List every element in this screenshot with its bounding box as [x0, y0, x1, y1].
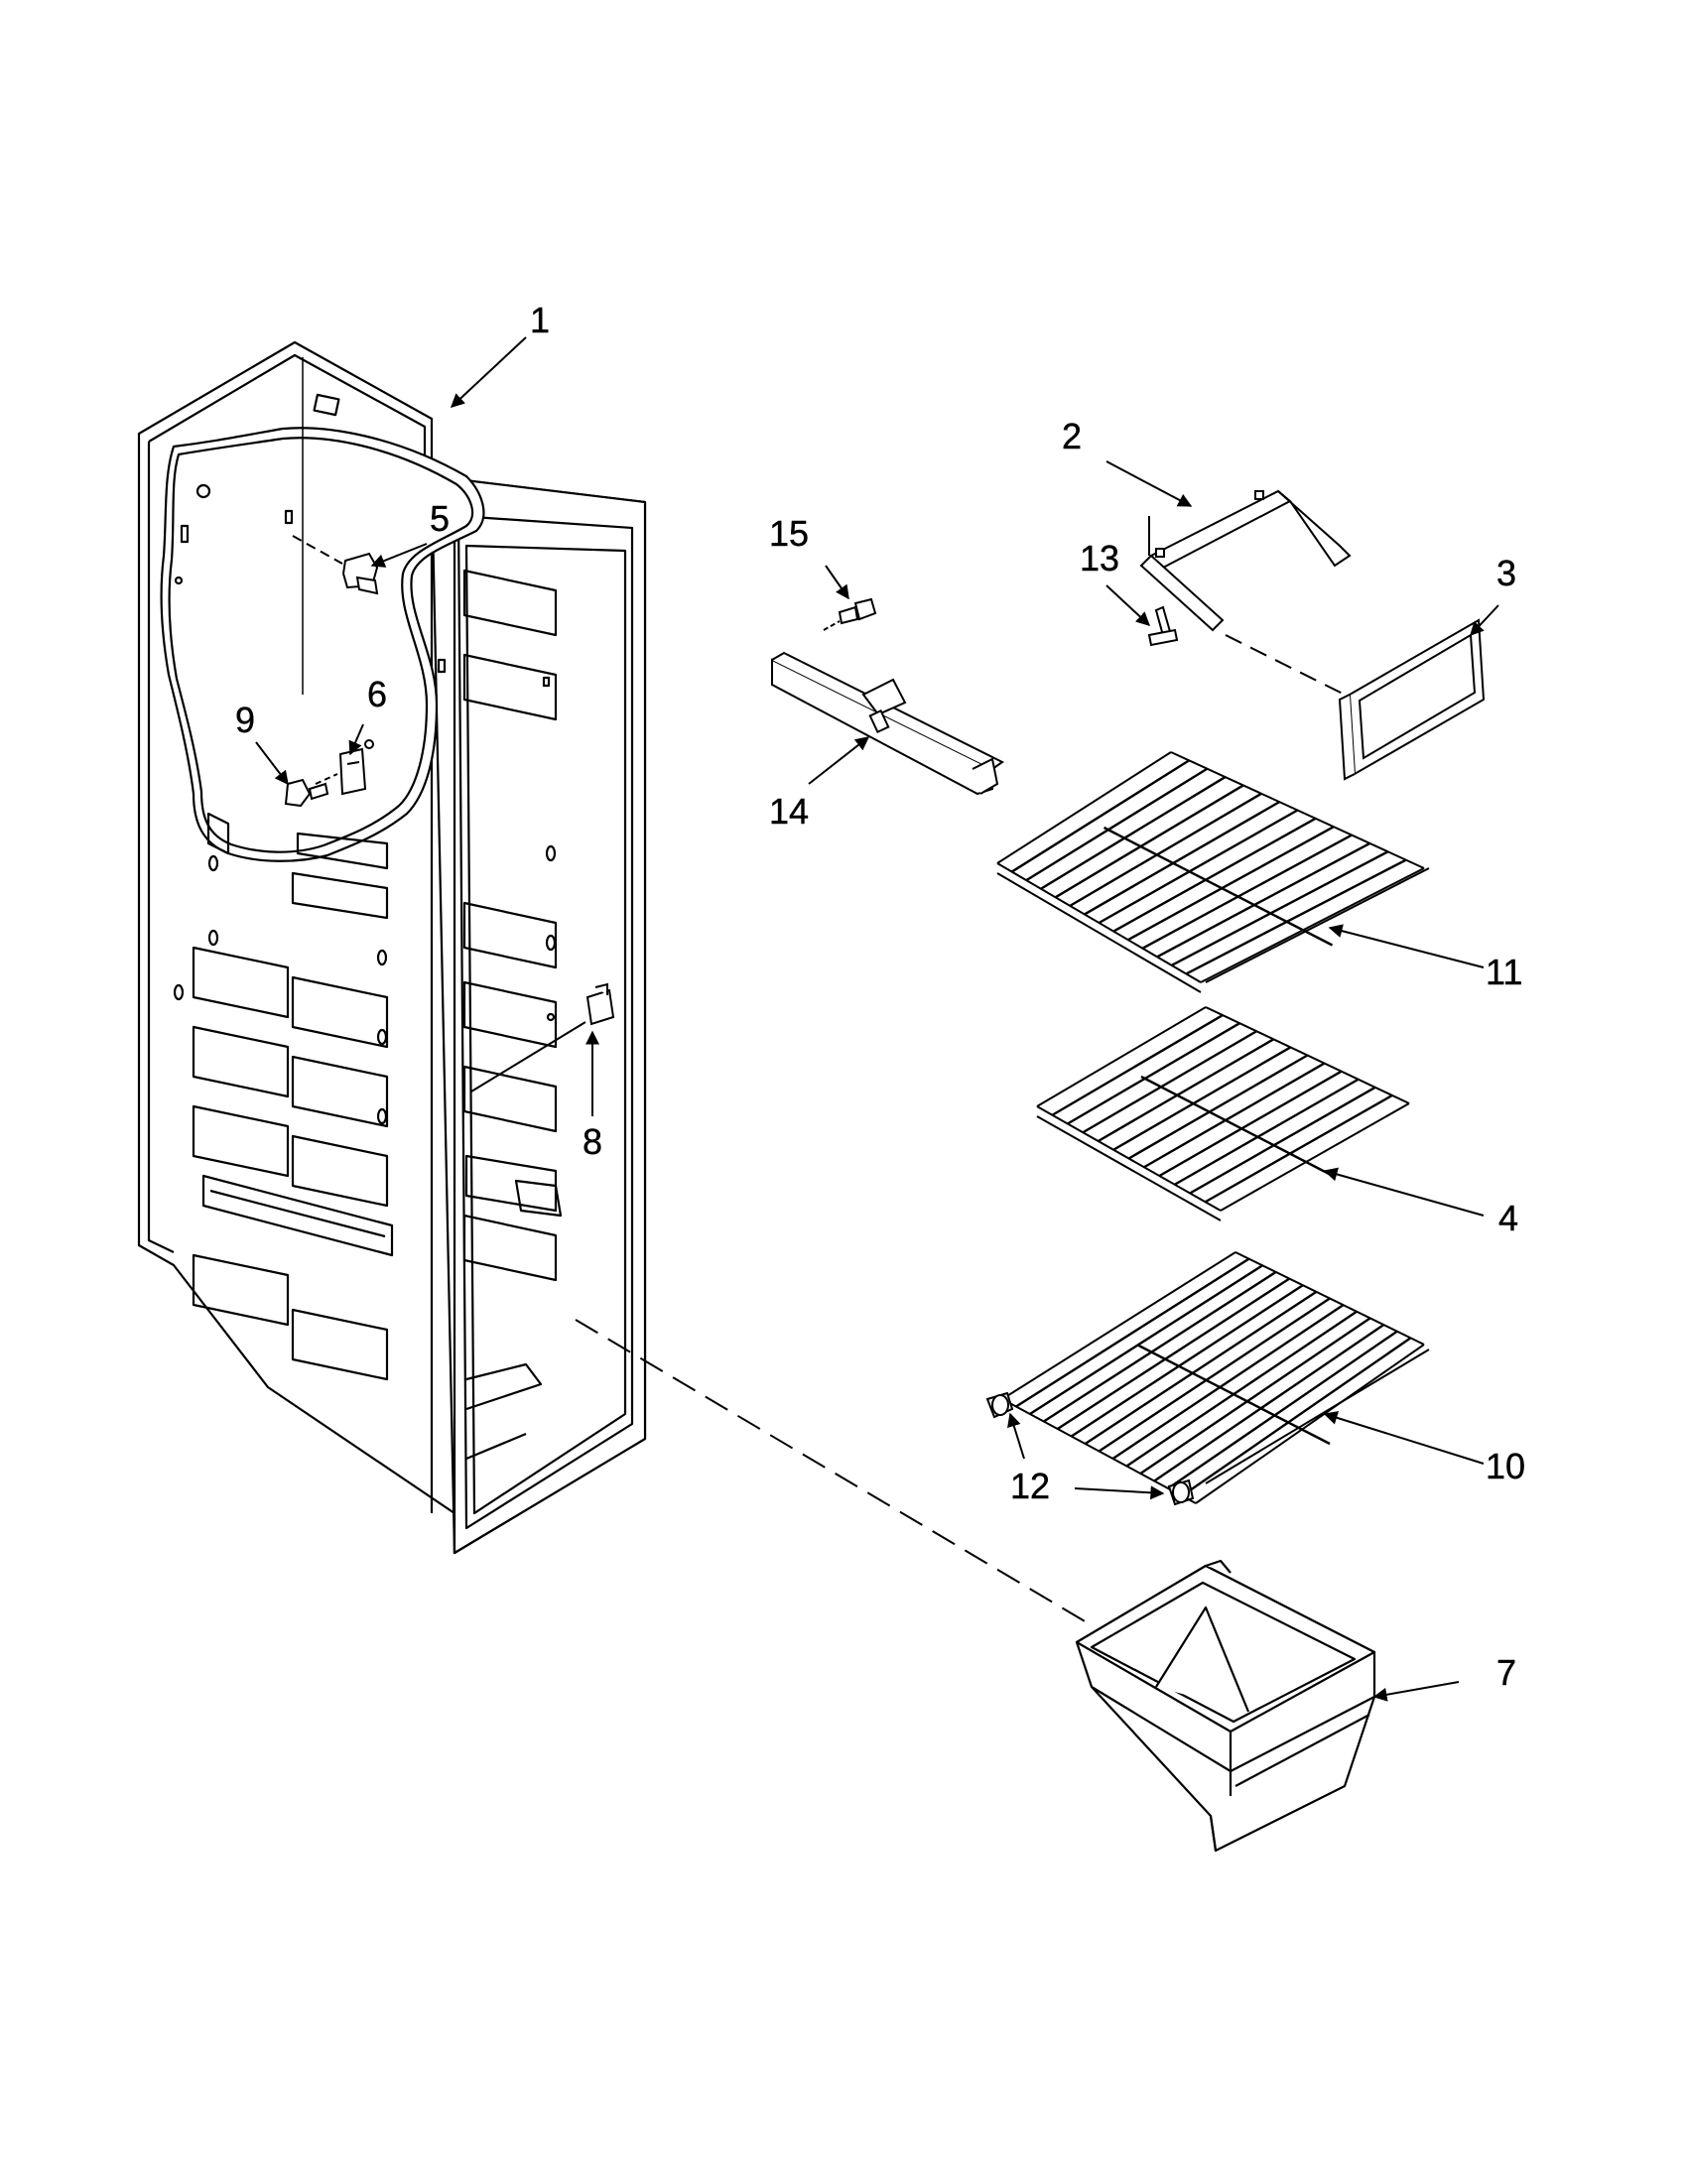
callout-13: 13 — [1080, 538, 1120, 578]
part-10-wire-shelf — [1001, 1251, 1430, 1504]
shelf-wire — [1098, 809, 1299, 925]
liner-holes — [173, 658, 557, 1125]
shelf-wire — [1015, 1257, 1250, 1408]
callout-14: 14 — [769, 791, 810, 832]
shelf-wire — [1112, 817, 1317, 933]
shelf-wire — [1174, 1078, 1360, 1186]
shelf-wire — [1185, 858, 1407, 975]
shelf-wire — [1189, 1086, 1376, 1195]
shelf-wire — [1043, 1270, 1277, 1423]
callout-10: 10 — [1486, 1446, 1526, 1486]
liner-vents — [192, 569, 563, 1381]
shelf-wire — [1158, 1070, 1343, 1178]
shelf-wire — [1171, 850, 1389, 966]
callout-7: 7 — [1496, 1652, 1517, 1693]
shelf-wire — [1084, 1290, 1318, 1446]
callout-3: 3 — [1496, 553, 1517, 593]
shelf-wire — [1040, 776, 1227, 890]
shelf-wire — [1098, 1038, 1274, 1143]
shelf-wire — [1153, 1324, 1384, 1482]
shelf-wire — [1127, 1054, 1309, 1160]
part-7-crisper-drawer — [1075, 1559, 1376, 1853]
shelf-wire — [1143, 1062, 1326, 1169]
part-8-block — [470, 982, 615, 1092]
part-9-screw — [284, 778, 329, 808]
part-13-screw — [1147, 605, 1179, 647]
part-11-wire-shelf — [996, 751, 1430, 993]
callout-6: 6 — [367, 674, 388, 714]
part-4-wire-shelf — [1036, 1006, 1410, 1221]
callout-12: 12 — [1010, 1466, 1051, 1506]
shelf-wire — [1112, 1046, 1292, 1151]
drawer-alignment-line — [575, 1319, 1088, 1623]
callout-9: 9 — [235, 700, 256, 740]
shelf-wire — [1111, 1304, 1345, 1460]
shelf-crossbar — [1140, 1075, 1336, 1179]
callout-4: 4 — [1498, 1198, 1519, 1238]
shelf-wire — [1057, 1277, 1290, 1431]
shelf-wire — [1141, 834, 1353, 950]
part-2-to-3-line — [1225, 634, 1346, 696]
leader-arrows — [255, 336, 1499, 1702]
shelf-wire — [1054, 784, 1244, 899]
shelf-wire — [1067, 1022, 1240, 1125]
shelf-wire — [1139, 1317, 1371, 1475]
shelf-wire — [1069, 792, 1262, 907]
shelf-wire — [1125, 1310, 1358, 1468]
shelf-wire — [1070, 1284, 1304, 1438]
shelf-wire — [1029, 1264, 1263, 1416]
part-2-bracket — [1139, 489, 1352, 632]
shelf-wire — [1156, 841, 1370, 959]
callout-11: 11 — [1486, 952, 1523, 992]
shelf-crossbar — [1103, 826, 1334, 947]
shelf-wire — [1098, 1297, 1331, 1453]
part-12-end-cap-right — [1167, 1478, 1195, 1506]
part-5-clip — [292, 535, 379, 595]
callout-1: 1 — [530, 300, 551, 340]
shelf-wire — [1167, 1330, 1398, 1489]
callout-8: 8 — [583, 1121, 603, 1162]
shelf-wire — [1181, 1337, 1412, 1497]
shelf-wire — [1051, 1014, 1224, 1116]
shelf-wire — [1084, 801, 1280, 916]
part-14-support-bar — [771, 651, 1004, 796]
shelf-wire — [1127, 826, 1335, 942]
shelf-wire — [1204, 1093, 1393, 1204]
callout-2: 2 — [1062, 416, 1083, 456]
freezer-liner — [137, 340, 647, 1555]
callout-5: 5 — [430, 498, 451, 539]
part-6-bracket — [315, 739, 374, 796]
part-15-screw — [823, 597, 877, 631]
shelf-wire — [1025, 767, 1209, 882]
part-3-cover — [1338, 618, 1486, 781]
callout-15: 15 — [769, 513, 810, 554]
part-12-end-cap-left — [985, 1391, 1014, 1419]
shelf-wire — [1011, 759, 1190, 873]
shelf-wire — [1082, 1030, 1257, 1134]
